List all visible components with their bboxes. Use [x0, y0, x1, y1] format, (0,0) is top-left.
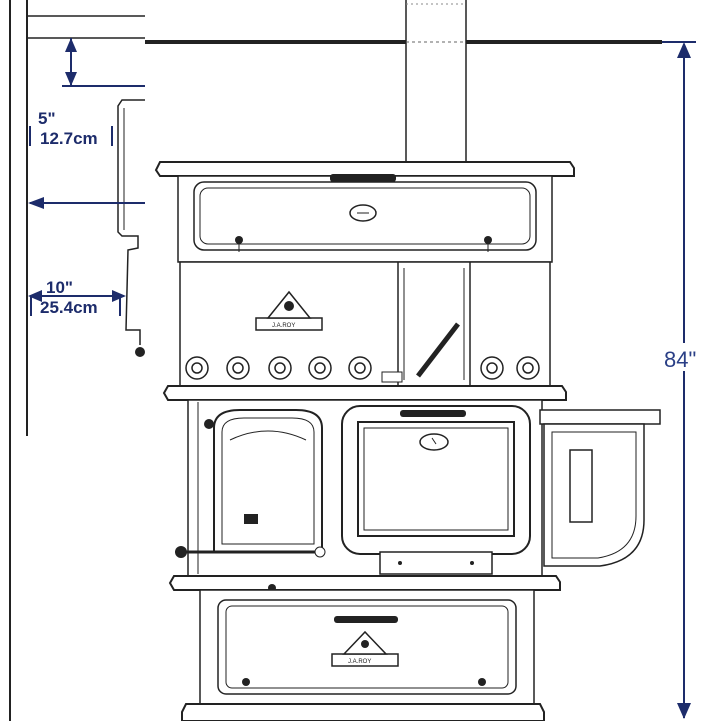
wall-offset-arrow — [28, 197, 145, 209]
side-reservoir — [539, 409, 661, 567]
top-clearance-inches: 5" — [38, 109, 56, 128]
side-clearance-inset — [9, 0, 145, 721]
back-panel-badge: J.A.ROY — [272, 323, 295, 329]
side-clearance-inches: 10" — [46, 278, 73, 297]
drawer-badge: J.A.ROY — [348, 659, 371, 665]
cookstove: J.A.ROY — [154, 161, 661, 721]
total-height-label: 84" — [664, 347, 696, 372]
top-clearance-dimension — [62, 38, 145, 87]
total-height-dimension — [662, 41, 696, 719]
chimney-pipe — [405, 0, 467, 161]
side-clearance-dimension — [28, 290, 126, 302]
side-clearance-cm: 25.4cm — [40, 298, 98, 317]
top-clearance-cm: 12.7cm — [40, 129, 98, 148]
rosette-row — [185, 356, 540, 380]
